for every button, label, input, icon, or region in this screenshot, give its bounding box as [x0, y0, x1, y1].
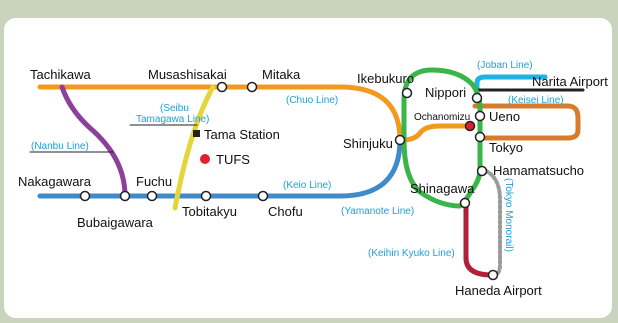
label-keihin-line: (Keihin Kyuko Line) [368, 248, 455, 259]
label-haneda-airport: Haneda Airport [455, 283, 542, 298]
station-ochanomizu[interactable] [464, 120, 476, 132]
label-seibu-line-2: Tamagawa Line) [136, 114, 209, 125]
label-chuo-line: (Chuo Line) [286, 95, 338, 106]
label-ochanomizu: Ochanomizu [414, 112, 470, 123]
monorail-line [484, 169, 502, 277]
label-nakagawara: Nakagawara [18, 174, 92, 189]
nanbu-line [59, 84, 128, 199]
chuo-line [37, 84, 403, 143]
label-nanbu-line: (Nanbu Line) [31, 141, 89, 152]
station-hamamatsucho[interactable] [476, 165, 488, 177]
station-mitaka[interactable] [246, 81, 258, 93]
station-shinagawa[interactable] [459, 197, 471, 209]
label-mitaka: Mitaka [262, 67, 301, 82]
station-tama[interactable] [193, 130, 200, 137]
tufs-marker[interactable] [200, 154, 210, 164]
label-tokyo: Tokyo [489, 140, 523, 155]
station-bubaigawara[interactable] [119, 190, 131, 202]
keio-line [37, 137, 403, 199]
station-tobitakyu[interactable] [200, 190, 212, 202]
seibu-line [172, 84, 216, 211]
station-nippori[interactable] [471, 92, 483, 104]
label-tachikawa: Tachikawa [30, 67, 91, 82]
yamanote-line [401, 67, 483, 209]
station-fuchu[interactable] [146, 190, 158, 202]
label-musashisakai: Musashisakai [148, 67, 227, 82]
label-keio-line: (Keio Line) [283, 180, 331, 191]
label-shinjuku: Shinjuku [343, 136, 393, 151]
label-joban-line: (Joban Line) [477, 60, 533, 71]
station-musashisakai[interactable] [216, 81, 228, 93]
station-ueno[interactable] [474, 110, 486, 122]
station-haneda-airport[interactable] [487, 269, 499, 281]
station-ikebukuro[interactable] [401, 87, 413, 99]
label-tama-station: Tama Station [204, 127, 280, 142]
label-monorail-line: (Tokyo Monorail) [503, 178, 514, 252]
station-shinjuku[interactable] [394, 134, 406, 146]
label-narita-airport: Narita Airport [532, 74, 608, 89]
label-bubaigawara: Bubaigawara [77, 215, 154, 230]
label-yamanote-line: (Yamanote Line) [341, 206, 414, 217]
joban-line [474, 74, 548, 99]
label-ueno: Ueno [489, 109, 520, 124]
label-chofu: Chofu [268, 204, 303, 219]
label-shinagawa: Shinagawa [410, 181, 475, 196]
label-keisei-line: (Keisei Line) [508, 95, 564, 106]
station-nakagawara[interactable] [79, 190, 91, 202]
station-tokyo[interactable] [474, 131, 486, 143]
label-fuchu: Fuchu [136, 174, 172, 189]
label-tobitakyu: Tobitakyu [182, 204, 237, 219]
label-nippori: Nippori [425, 85, 466, 100]
sobu-link-line [399, 123, 473, 143]
station-chofu[interactable] [257, 190, 269, 202]
label-tufs: TUFS [216, 152, 250, 167]
label-ikebukuro: Ikebukuro [357, 71, 414, 86]
map-panel [4, 18, 612, 318]
label-seibu-line-1: (Seibu [160, 103, 189, 114]
label-hamamatsucho: Hamamatsucho [493, 163, 584, 178]
keihin-line [463, 201, 495, 278]
keisei-loop-line [472, 103, 581, 141]
